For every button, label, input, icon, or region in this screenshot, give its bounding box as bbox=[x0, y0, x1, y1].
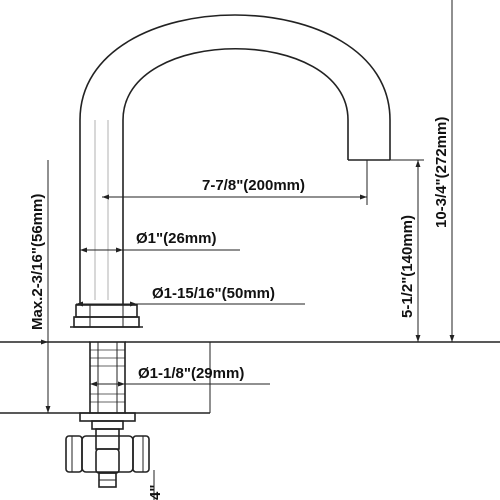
dimension-spout-diameter: Ø1"(26mm) bbox=[80, 230, 240, 253]
faucet-base bbox=[70, 304, 143, 328]
dimension-spout-height: 5-1/2"(140mm) bbox=[390, 159, 424, 342]
label-base-diameter: Ø1-15/16"(50mm) bbox=[152, 285, 275, 302]
faucet-spout bbox=[79, 14, 391, 305]
label-bottom-partial: 4" bbox=[147, 485, 164, 500]
dimension-total-height: 10-3/4"(272mm) bbox=[433, 0, 455, 342]
dimension-spout-reach: 7-7/8"(200mm) bbox=[102, 160, 368, 205]
label-shank-diameter: Ø1-1/8"(29mm) bbox=[138, 365, 244, 382]
label-spout-reach: 7-7/8"(200mm) bbox=[202, 177, 305, 194]
dimension-max-deck-thickness: Max.2-3/16"(56mm) bbox=[29, 160, 60, 414]
dimension-shank-diameter: Ø1-1/8"(29mm) bbox=[90, 365, 270, 387]
label-max-deck-thickness: Max.2-3/16"(56mm) bbox=[29, 194, 46, 330]
dimension-base-diameter: Ø1-15/16"(50mm) bbox=[76, 285, 305, 307]
label-spout-height: 5-1/2"(140mm) bbox=[399, 215, 416, 318]
dimension-bottom-partial: 4" bbox=[147, 470, 164, 500]
faucet-shank bbox=[89, 341, 126, 414]
countertop-deck bbox=[0, 341, 500, 414]
mounting-nut-and-valve bbox=[65, 412, 150, 488]
label-total-height: 10-3/4"(272mm) bbox=[433, 117, 450, 228]
label-spout-diameter: Ø1"(26mm) bbox=[136, 230, 216, 247]
